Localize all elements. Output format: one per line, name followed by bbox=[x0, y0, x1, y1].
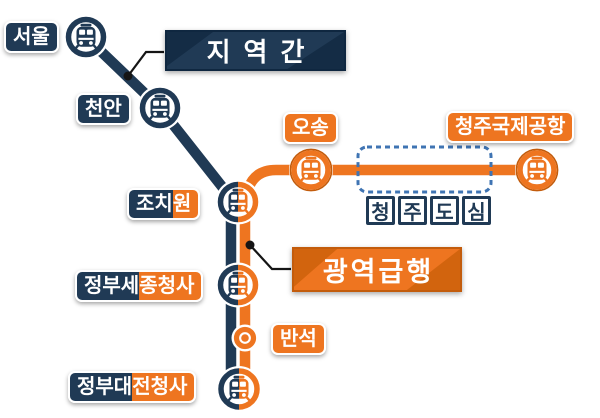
intercity-callout-dot bbox=[123, 71, 133, 81]
station-marker-govt-daejeon bbox=[216, 366, 262, 412]
station-label-seoul: 서울 bbox=[4, 21, 59, 53]
area-char-box: 청 bbox=[366, 196, 395, 225]
label-text: 서울 bbox=[6, 23, 57, 51]
station-label-banseok: 반석 bbox=[271, 323, 326, 355]
station-marker-cheonan bbox=[137, 85, 183, 131]
station-label-osong: 오송 bbox=[283, 112, 338, 144]
label-text-intercity-part: 정부대 bbox=[70, 373, 133, 401]
express-callout-line bbox=[249, 244, 291, 271]
cheongju-downtown-label: 청 주 도 심 bbox=[366, 196, 491, 225]
label-text-express-part: 전청사 bbox=[132, 373, 195, 401]
area-char-box: 주 bbox=[398, 196, 427, 225]
label-text: 오송 bbox=[285, 114, 336, 142]
label-text-express-part: 원 bbox=[172, 190, 199, 218]
legend-banner-express: 광역급행 bbox=[292, 247, 462, 292]
station-marker-govt-sejong bbox=[215, 262, 261, 308]
area-char-box: 도 bbox=[430, 196, 459, 225]
area-char-box: 심 bbox=[462, 196, 491, 225]
intercity-callout bbox=[123, 50, 164, 81]
legend-intercity-label: 지역간 bbox=[206, 37, 318, 67]
label-text-express-part: 종청사 bbox=[139, 272, 202, 300]
station-label-cheongju-airport: 청주국제공항 bbox=[446, 111, 575, 143]
label-text: 천안 bbox=[78, 95, 129, 123]
station-label-jochiwon: 조치 원 bbox=[127, 188, 201, 220]
station-label-govt-sejong: 정부세 종청사 bbox=[75, 270, 204, 302]
station-marker-seoul bbox=[63, 14, 109, 60]
intercity-callout-line bbox=[127, 50, 164, 77]
express-callout bbox=[245, 240, 291, 271]
station-marker-jochiwon bbox=[215, 179, 261, 225]
legend-banner-intercity: 지역간 bbox=[165, 30, 346, 71]
label-text-intercity-part: 정부세 bbox=[77, 272, 140, 300]
express-callout-dot bbox=[245, 240, 255, 250]
label-text: 청주국제공항 bbox=[448, 113, 573, 141]
station-label-govt-daejeon: 정부대 전청사 bbox=[68, 371, 197, 403]
station-marker-banseok bbox=[231, 324, 259, 352]
legend-express-label: 광역급행 bbox=[322, 257, 435, 287]
label-text-intercity-part: 조치 bbox=[129, 190, 173, 218]
station-marker-cheongju-airport bbox=[515, 148, 559, 192]
cheongju-downtown-zone-box bbox=[356, 145, 493, 194]
station-marker-osong bbox=[289, 148, 333, 192]
station-label-cheonan: 천안 bbox=[76, 93, 131, 125]
label-text: 반석 bbox=[273, 325, 324, 353]
